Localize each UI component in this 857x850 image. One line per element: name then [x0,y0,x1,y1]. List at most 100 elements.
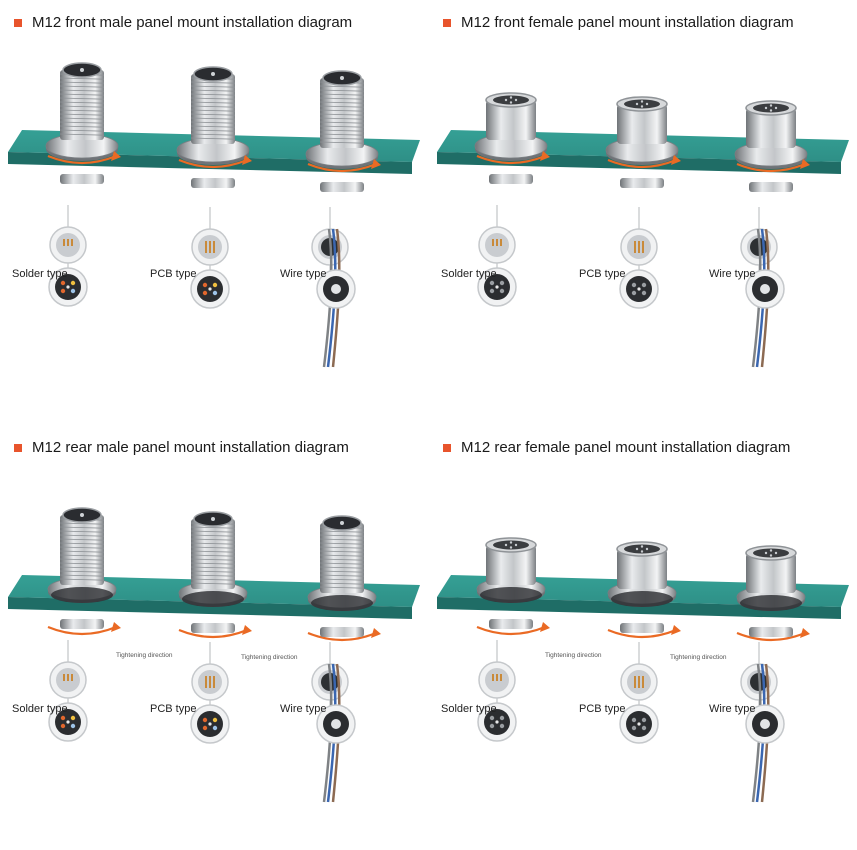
rear-nut [60,619,104,629]
contact [60,280,66,286]
contact [208,287,212,291]
contact [202,282,208,288]
female-body [746,553,796,593]
panel-edge [437,597,841,619]
arrow-head-icon [111,622,121,632]
pcb-detail: PCB type [579,207,659,309]
diagram-title: M12 front female panel mount installatio… [443,14,794,31]
threaded-body [59,70,105,140]
tightening-label: Tightening direction [241,172,298,179]
terminal-pin [213,241,215,253]
terminal-pin [67,674,69,681]
socket-hole [774,106,778,110]
pcb-type-label: PCB type [150,703,196,715]
solder-detail: Solder type [12,205,88,307]
tightening-label: Tightening direction [545,652,602,659]
contact [489,288,495,294]
socket-hole [769,554,773,557]
pin [340,521,344,525]
terminal-pin [500,239,502,246]
tightening-arrow [736,162,806,173]
socket-hole [764,551,768,555]
socket-hole [640,105,644,108]
solder-type-label: Solder type [12,268,68,280]
terminal-pin [492,674,494,681]
socket-hole [645,102,649,106]
female-body [486,100,536,140]
diagram-title: M12 rear female panel mount installation… [443,439,790,456]
diagram-rear-female: M12 rear female panel mount installation… [429,425,857,850]
wire-type-label: Wire type [709,703,755,715]
female-insert [753,103,789,113]
contact [499,288,505,294]
socket-hole [504,98,508,102]
tightening-arrow [307,162,377,173]
tightening-arrow [47,154,117,165]
terminal-pin [209,241,211,253]
rear-nut [749,627,793,637]
installation-illustration: Tightening direction Tightening direction… [437,537,849,803]
pin [340,76,344,80]
pcb-type-label: PCB type [579,268,625,280]
solder-detail: Solder type [441,640,517,742]
terminal-pin [642,676,644,688]
o-ring [182,591,244,607]
contact [631,290,637,296]
diagram-front-female: M12 front female panel mount installatio… [429,0,857,425]
terminal-pin [209,676,211,688]
arrow-head-icon [540,622,550,632]
socket-hole [509,101,513,104]
arrow-head-icon [111,151,121,161]
bullet-icon [14,18,22,27]
contact [641,717,647,723]
socket-hole [774,551,778,555]
rear-nut [620,178,664,188]
contact [631,717,637,723]
tightening-label: Tightening direction [545,169,602,176]
terminal-pin [634,676,636,688]
socket-hole [645,547,649,551]
pcb-type-label: PCB type [579,703,625,715]
contact [495,285,499,289]
contact [641,290,647,296]
female-body [617,104,667,144]
contact [60,288,66,294]
solder-type-label: Solder type [441,703,497,715]
wire-detail: Wire type [280,642,356,803]
pin [211,517,215,521]
socket-hole [764,106,768,110]
contact [641,282,647,288]
socket-hole [769,109,773,112]
socket-hole [635,102,639,106]
terminal-pin [500,674,502,681]
socket-hole [509,546,513,549]
terminal-pin [638,676,640,688]
tightening-arrow [178,628,248,639]
terminal-pin [642,241,644,253]
diagram-title-text: M12 rear male panel mount installation d… [32,439,349,456]
female-insert [493,540,529,550]
arrow-head-icon [242,625,252,635]
contact [499,280,505,286]
female-insert [493,95,529,105]
tightening-arrow [476,154,546,165]
panel-edge [8,597,412,619]
bullet-icon [14,443,22,452]
contact [212,717,218,723]
diagram-rear-male: M12 rear male panel mount installation d… [0,425,428,850]
tightening-arrow [307,631,377,642]
contact [631,725,637,731]
terminal-pin [205,241,207,253]
pcb-detail: PCB type [150,642,230,744]
terminal-pin [71,674,73,681]
tightening-label: Tightening direction [670,654,727,661]
rear-nut [60,174,104,184]
rear-nut [489,174,533,184]
pin [80,68,84,72]
contact [70,288,76,294]
contact [202,725,208,731]
rear-nut [489,619,533,629]
bullet-icon [443,443,451,452]
arrow-head-icon [671,625,681,635]
